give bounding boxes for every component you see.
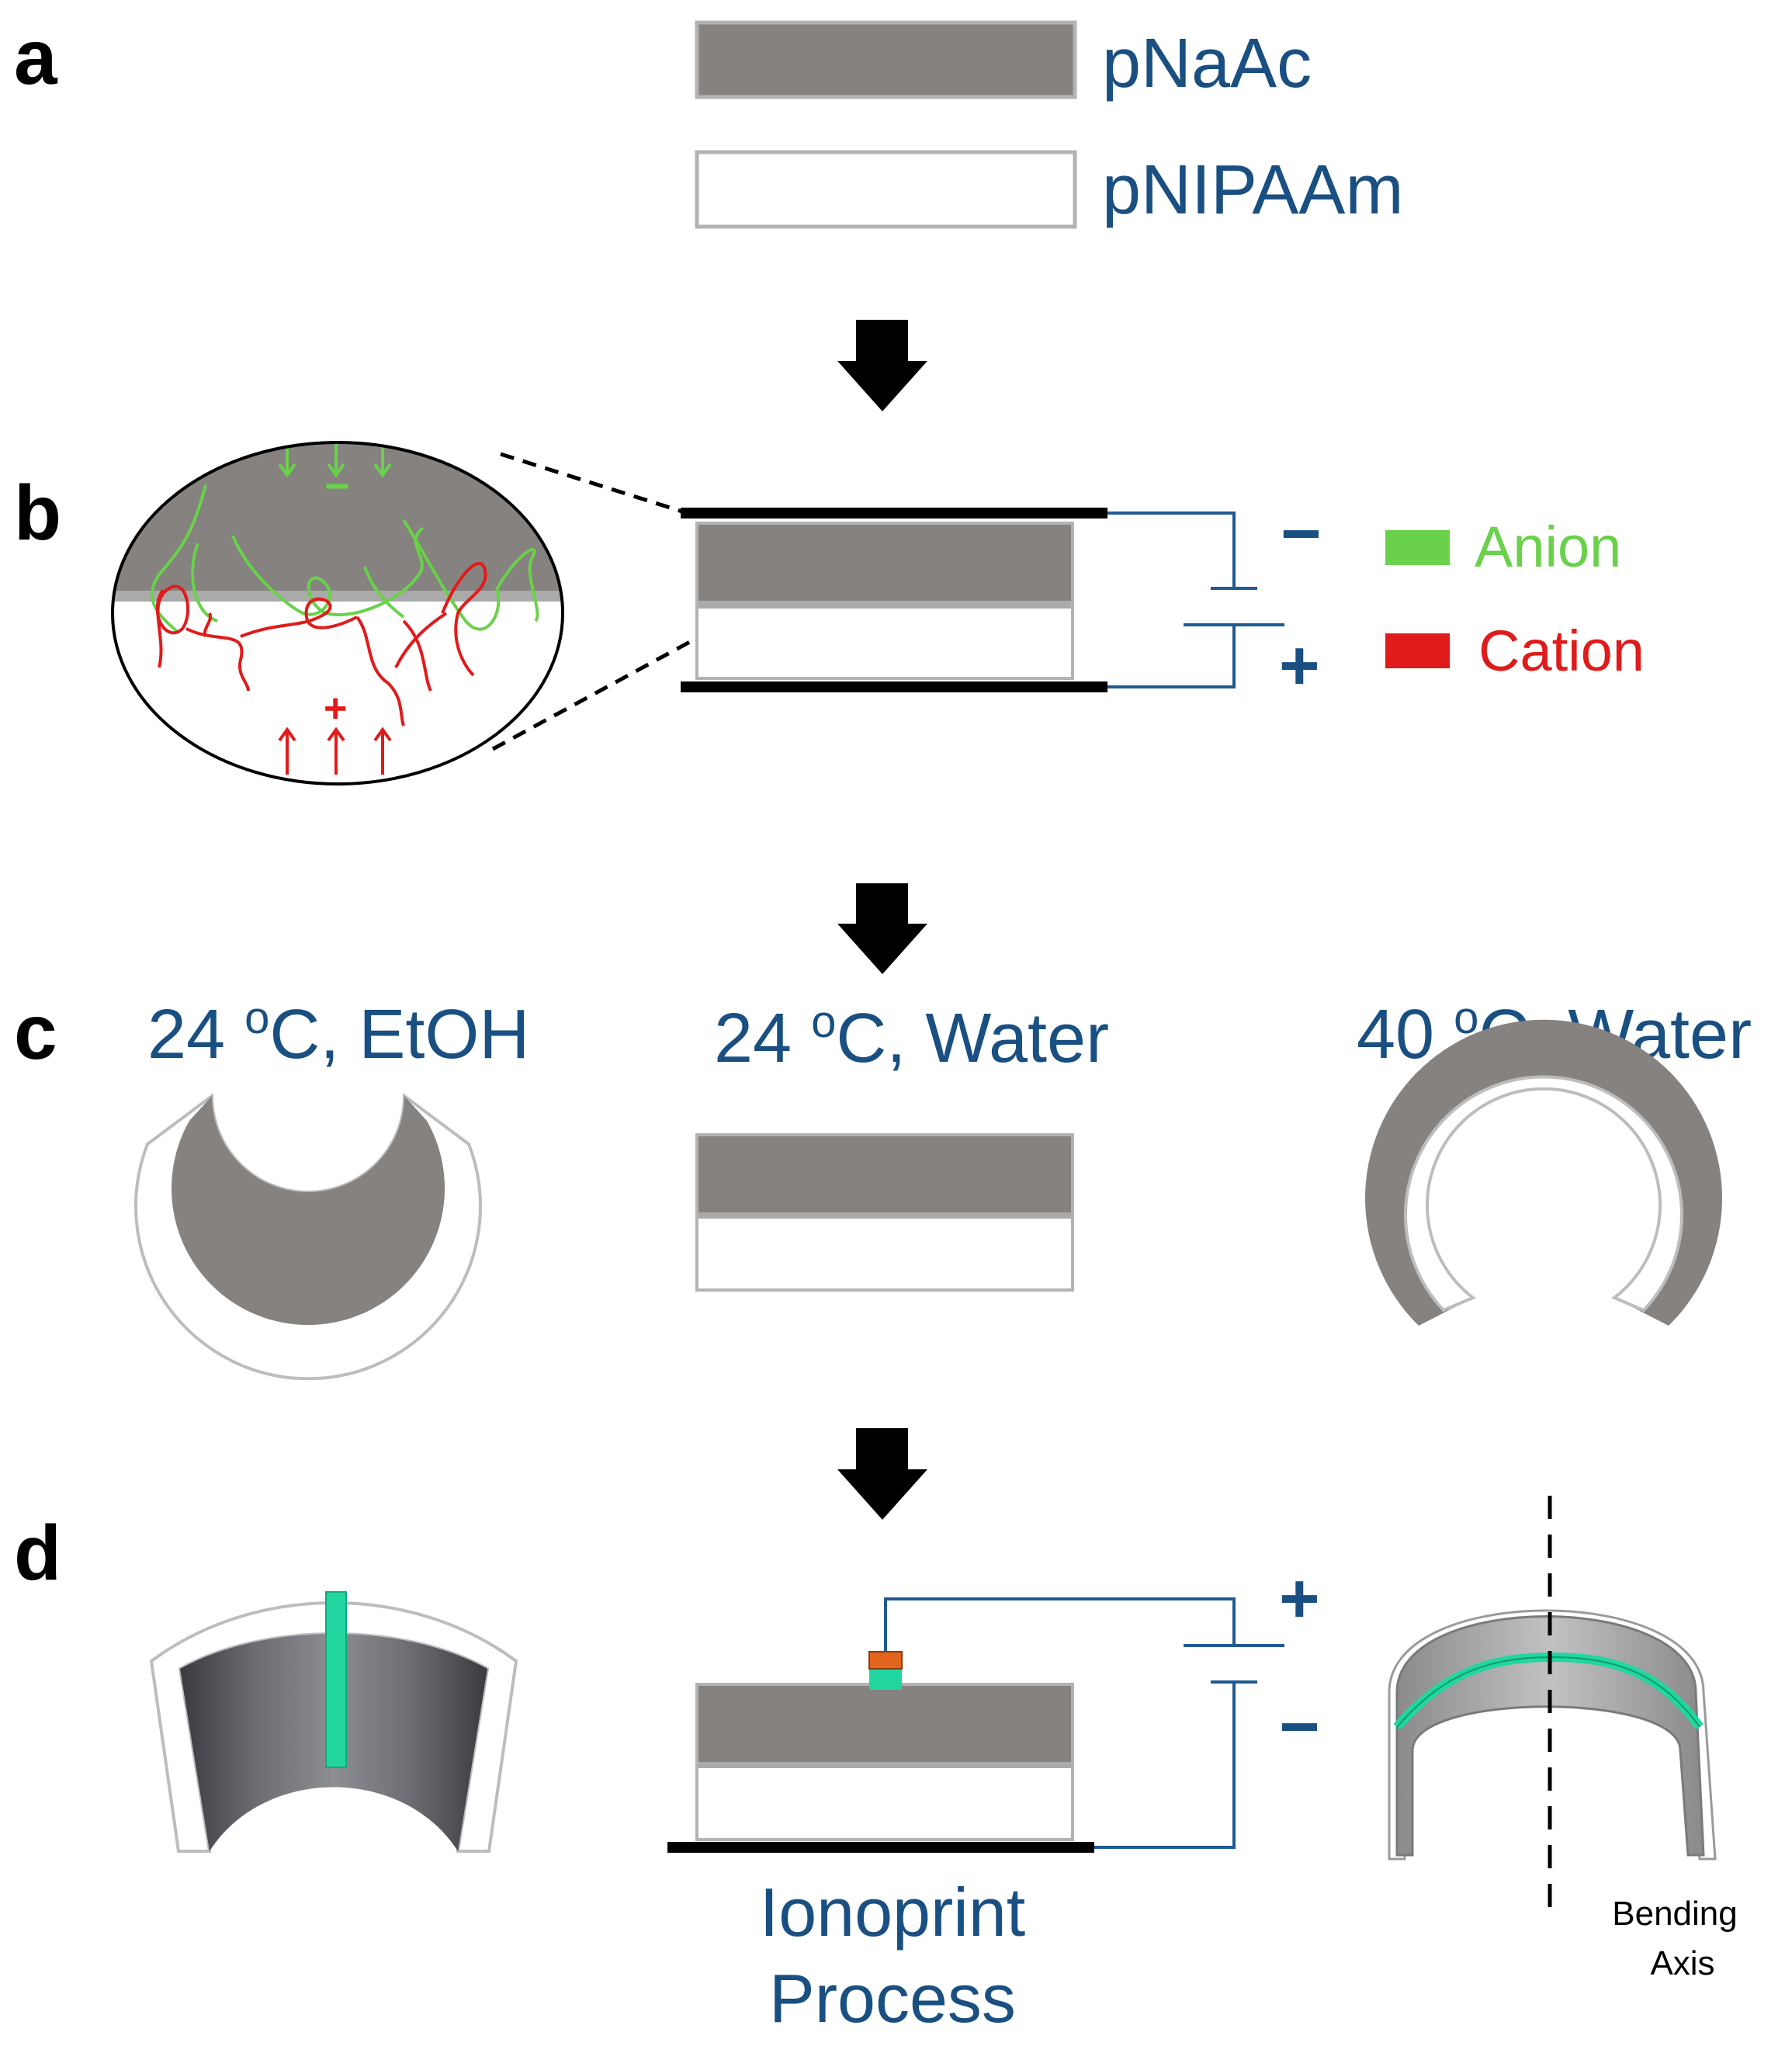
bottom-electrode (681, 681, 1107, 692)
bilayer-bent-40C (1365, 1019, 1722, 1326)
b-plus-sign: + (1279, 627, 1320, 705)
cation-label: Cation (1478, 619, 1645, 683)
panel-label-b: b (14, 470, 61, 557)
zoom-line-bottom (491, 636, 698, 751)
d-plus-sign: + (1279, 1560, 1320, 1638)
bending-axis-label-line2: Axis (1650, 1944, 1714, 1982)
b-pnaac-layer (697, 523, 1073, 601)
half-tube-vertical-stripe (149, 1591, 518, 1853)
b-minus-sign: − (1281, 495, 1322, 573)
top-electrode (681, 508, 1107, 518)
b-interface (697, 601, 1073, 609)
ionoprint-process-label-line2: Process (769, 1960, 1016, 2037)
zoom-cation-sign: + (324, 686, 347, 731)
panel-label-c: c (14, 989, 57, 1076)
pnaac-label: pNaAc (1102, 25, 1312, 102)
bending-axis-label-line1: Bending (1612, 1895, 1737, 1933)
anion-label: Anion (1475, 515, 1621, 579)
panel-label-a: a (14, 14, 58, 101)
zoom-line-top (500, 452, 698, 518)
zoom-anion-sign: − (324, 461, 350, 510)
down-arrow-icon (837, 1428, 927, 1520)
ionoprint-setup (667, 1597, 1284, 1853)
panel-label-d: d (14, 1510, 61, 1597)
bent-arch-horizontal-stripe (1388, 1496, 1717, 1909)
zoom-inset: − + (111, 441, 564, 786)
down-arrow-icon (837, 320, 927, 411)
b-bilayer-frame (695, 522, 1074, 680)
cation-swatch (1385, 633, 1450, 668)
down-arrow-icon (837, 883, 927, 974)
pnaac-layer (695, 20, 1077, 99)
bilayer-flat-water (695, 1133, 1074, 1292)
b-circuit (1107, 512, 1284, 688)
ionoprint-process-label-line1: Ionoprint (760, 1874, 1025, 1951)
d-minus-sign: − (1279, 1688, 1320, 1766)
anion-swatch (1385, 530, 1450, 565)
condition-ethanol-label: 24 oC, EtOH (147, 993, 529, 1073)
pnipaam-label: pNIPAAm (1102, 151, 1403, 229)
condition-water-24-label: 24 oC, Water (714, 997, 1109, 1077)
pnipaam-layer (695, 150, 1077, 229)
bilayer-bent-ethanol (134, 1093, 482, 1381)
